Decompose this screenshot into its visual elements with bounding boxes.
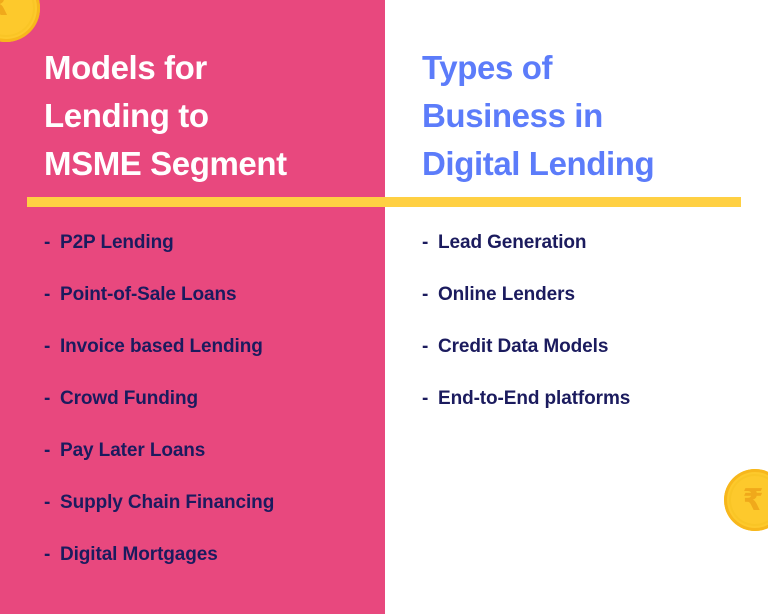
list-item: -Lead Generation [422, 229, 762, 281]
rupee-symbol: ₹ [0, 0, 11, 23]
list-item-label: Supply Chain Financing [60, 492, 275, 513]
list-marker: - [44, 544, 51, 565]
right-panel-list: -Lead Generation -Online Lenders -Credit… [422, 229, 762, 437]
list-item-label: Invoice based Lending [60, 336, 263, 357]
list-item: -Online Lenders [422, 281, 762, 333]
list-item-label: Digital Mortgages [60, 544, 218, 565]
left-panel-background [0, 0, 385, 614]
right-panel-heading: Types of Business in Digital Lending [422, 49, 655, 182]
list-item-label: Crowd Funding [60, 388, 198, 409]
list-marker: - [422, 336, 429, 357]
list-item: -Pay Later Loans [44, 437, 374, 489]
list-item-label: P2P Lending [60, 232, 174, 253]
list-item: -Invoice based Lending [44, 333, 374, 385]
list-item-label: End-to-End platforms [438, 388, 631, 409]
heading-underline-rule [27, 197, 741, 207]
rupee-symbol: ₹ [742, 482, 764, 518]
list-item-label: Point-of-Sale Loans [60, 284, 237, 305]
list-marker: - [44, 492, 51, 513]
list-marker: - [44, 440, 51, 461]
left-panel-heading: Models for Lending to MSME Segment [44, 49, 287, 182]
rupee-coin-icon: ₹ [724, 469, 768, 531]
list-marker: - [422, 388, 429, 409]
list-item-label: Credit Data Models [438, 336, 609, 357]
list-item: -Credit Data Models [422, 333, 762, 385]
left-panel-list: -P2P Lending -Point-of-Sale Loans -Invoi… [44, 229, 374, 593]
list-item-label: Lead Generation [438, 232, 587, 253]
list-marker: - [44, 388, 51, 409]
list-marker: - [44, 284, 51, 305]
list-item: -End-to-End platforms [422, 385, 762, 437]
list-item-label: Online Lenders [438, 284, 575, 305]
list-item-label: Pay Later Loans [60, 440, 206, 461]
list-marker: - [44, 232, 51, 253]
list-item: -Digital Mortgages [44, 541, 374, 593]
list-item: -Point-of-Sale Loans [44, 281, 374, 333]
list-item: -Crowd Funding [44, 385, 374, 437]
list-item: -P2P Lending [44, 229, 374, 281]
list-marker: - [44, 336, 51, 357]
list-item: -Supply Chain Financing [44, 489, 374, 541]
list-marker: - [422, 284, 429, 305]
list-marker: - [422, 232, 429, 253]
